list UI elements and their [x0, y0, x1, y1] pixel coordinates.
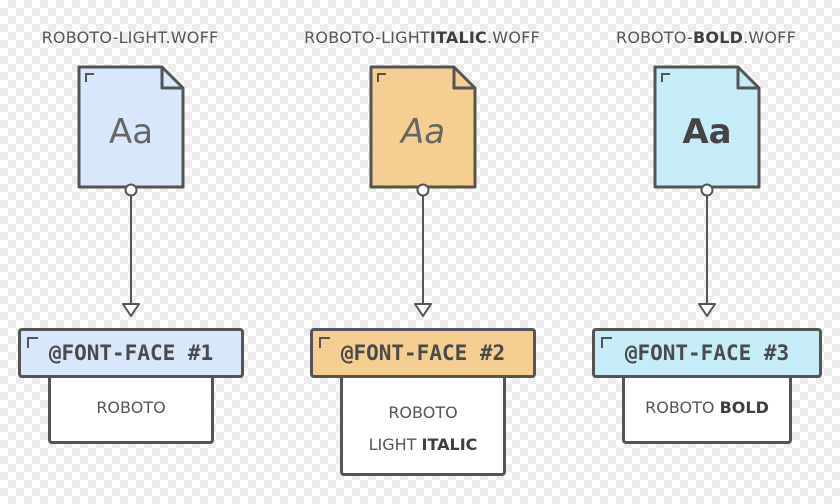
arrow-connector-icon: [122, 183, 140, 317]
file-name-text: ROBOTO-: [616, 28, 693, 47]
font-file-name-3: ROBOTO-BOLD.WOFF: [606, 28, 806, 47]
font-family-box-2: ROBOTO LIGHT ITALIC: [340, 372, 506, 476]
font-family-style: LIGHT ITALIC: [369, 429, 478, 461]
font-sample-text: Aa: [399, 112, 445, 152]
font-style-text: ITALIC: [421, 435, 478, 454]
document-icon: Aa: [77, 65, 185, 189]
font-face-label: @FONT-FACE #3: [624, 341, 790, 365]
corner-mark-icon: [601, 337, 612, 348]
font-sample-text: Aa: [109, 112, 153, 152]
font-file-name-1: ROBOTO-LIGHT.WOFF: [30, 28, 230, 47]
file-name-bold-text: BOLD: [693, 28, 744, 47]
file-name-suffix-text: .WOFF: [487, 28, 540, 47]
file-name-suffix-text: .WOFF: [743, 28, 796, 47]
file-name-text: ROBOTO-LIGHT: [304, 28, 430, 47]
file-name-bold-text: ITALIC: [429, 28, 488, 47]
font-column-1: ROBOTO-LIGHT.WOFF Aa ROBOTO @FONT-FACE #…: [18, 0, 244, 504]
font-face-box-3: @FONT-FACE #3: [592, 328, 822, 378]
document-icon: Aa: [369, 65, 477, 189]
font-column-2: ROBOTO-LIGHTITALIC.WOFF Aa ROBOTO LIGHT …: [304, 0, 540, 504]
font-weight-text: BOLD: [719, 398, 769, 417]
font-face-label: @FONT-FACE #1: [48, 341, 214, 365]
font-family-name: ROBOTO BOLD: [645, 392, 769, 424]
font-column-3: ROBOTO-BOLD.WOFF Aa ROBOTO BOLD @FONT-FA…: [592, 0, 822, 504]
font-family-name: ROBOTO: [388, 403, 458, 422]
font-weight-text: LIGHT: [368, 435, 422, 454]
font-file-name-2: ROBOTO-LIGHTITALIC.WOFF: [292, 28, 552, 47]
font-face-box-1: @FONT-FACE #1: [18, 328, 244, 378]
arrow-connector-icon: [414, 183, 432, 317]
font-face-label: @FONT-FACE #2: [340, 341, 506, 365]
font-family-name: ROBOTO: [96, 398, 166, 417]
arrow-connector-icon: [698, 183, 716, 317]
corner-mark-icon: [319, 337, 330, 348]
font-family-box-1: ROBOTO: [48, 372, 214, 444]
font-family-text: ROBOTO: [645, 398, 720, 417]
font-face-box-2: @FONT-FACE #2: [310, 328, 536, 378]
file-name-text: ROBOTO-LIGHT.WOFF: [41, 28, 219, 47]
font-sample-text: Aa: [682, 112, 731, 152]
font-family-box-3: ROBOTO BOLD: [622, 372, 792, 444]
corner-mark-icon: [27, 337, 38, 348]
document-icon: Aa: [653, 65, 761, 189]
